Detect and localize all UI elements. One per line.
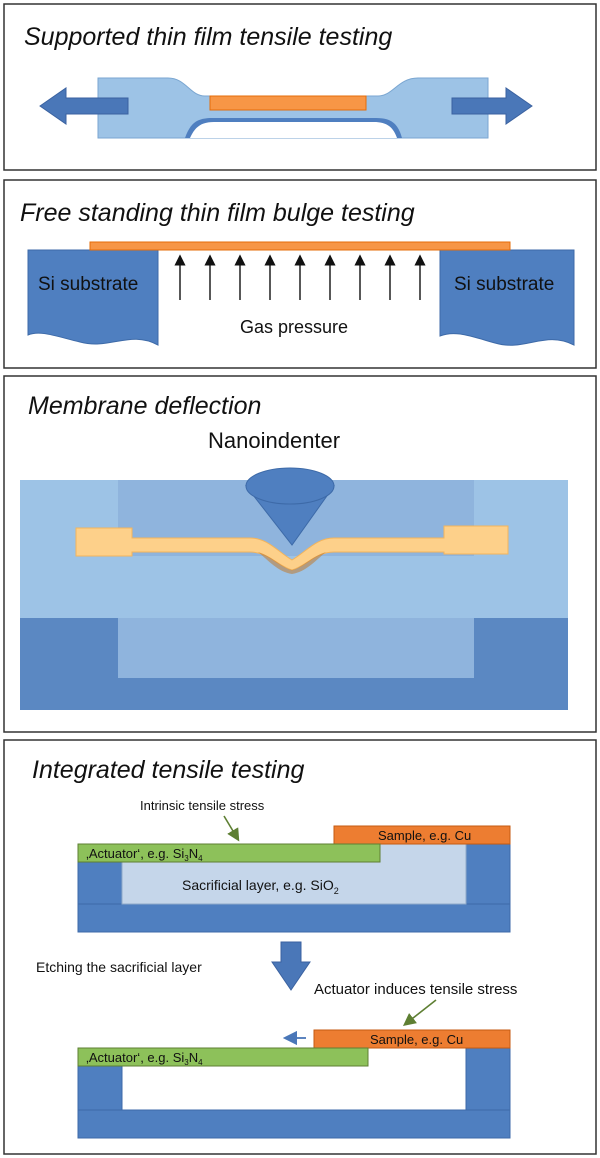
bulge-left-substrate-label: Si substrate (38, 274, 138, 295)
membrane-base-mid (118, 618, 474, 678)
bulge-film (89, 241, 511, 251)
panel-tensile-title: Supported thin film tensile testing (24, 23, 392, 51)
panel-bulge-title: Free standing thin film bulge testing (20, 199, 415, 227)
integrated-etching-arrow (271, 941, 311, 991)
membrane-base-bottom (20, 678, 568, 710)
integrated-actuator-induces-label: Actuator induces tensile stress (314, 981, 517, 998)
integrated-sacrificial-label: Sacrificial layer, e.g. SiO2 (182, 877, 339, 896)
panel-integrated: Integrated tensile testing Intrinsic ten… (3, 739, 597, 1155)
integrated-top-right-pillar (465, 843, 511, 905)
integrated-bottom-base (77, 1109, 511, 1139)
integrated-bottom-actuator-label: ‚Actuator‘, e.g. Si3N4 (86, 1050, 203, 1067)
integrated-bottom-right-pillar (465, 1047, 511, 1111)
panel-membrane-title: Membrane deflection (28, 392, 261, 420)
panel-membrane: Membrane deflection Nanoindenter (3, 375, 597, 733)
integrated-bottom-sample-label: Sample, e.g. Cu (370, 1032, 463, 1047)
integrated-intrinsic-stress-arrow (223, 815, 240, 842)
tensile-right-arrow (451, 87, 533, 125)
bulge-pressure-arrows (174, 254, 426, 300)
bulge-right-substrate (439, 249, 575, 346)
integrated-bottom-sample (313, 1029, 511, 1049)
integrated-top-base (77, 903, 511, 933)
integrated-top-sample (333, 825, 511, 845)
integrated-top-actuator (77, 843, 381, 863)
bulge-left-substrate (27, 249, 159, 346)
panel-bulge: Free standing thin film bulge testing Si… (3, 179, 597, 369)
membrane-indenter-top (245, 467, 335, 505)
integrated-top-sample-label: Sample, e.g. Cu (378, 828, 471, 843)
integrated-top-left-pillar (77, 861, 123, 905)
membrane-nanoindenter-label: Nanoindenter (208, 428, 340, 453)
tensile-specimen-gap (190, 122, 397, 138)
panel-integrated-title: Integrated tensile testing (32, 756, 304, 784)
integrated-intrinsic-stress-label: Intrinsic tensile stress (140, 798, 265, 813)
integrated-top-actuator-label: ‚Actuator‘, e.g. Si3N4 (86, 846, 203, 863)
tensile-left-arrow (39, 87, 129, 125)
membrane-deflection-shadow (258, 552, 326, 574)
integrated-actuator-induces-arrow (402, 999, 437, 1026)
panel-tensile: Supported thin film tensile testing (3, 3, 597, 171)
integrated-etching-label: Etching the sacrificial layer (36, 959, 202, 975)
integrated-bottom-left-pillar (77, 1065, 123, 1111)
bulge-right-substrate-label: Si substrate (454, 274, 554, 295)
integrated-bottom-actuator (77, 1047, 369, 1067)
tensile-film (209, 95, 367, 111)
bulge-gas-pressure-label: Gas pressure (240, 317, 348, 337)
